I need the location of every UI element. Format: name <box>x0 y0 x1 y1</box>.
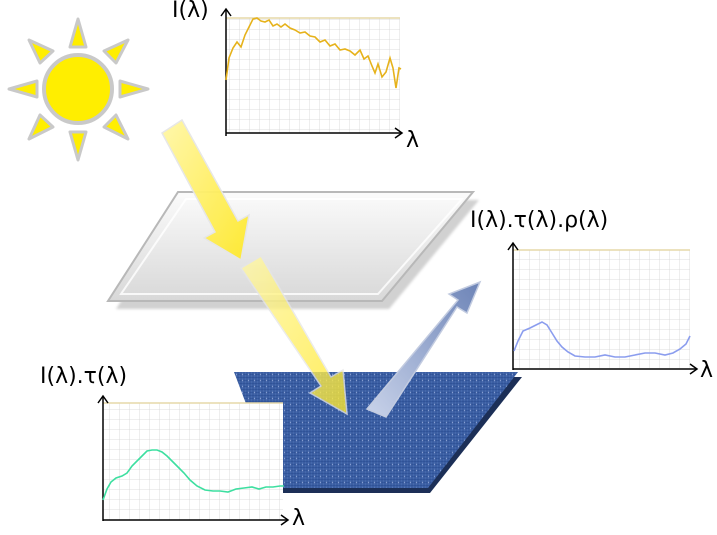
sun-icon <box>7 17 150 162</box>
curve-incident <box>225 17 402 89</box>
plot-transmitted-spectrum <box>97 394 290 526</box>
plot-incident-spectrum <box>220 7 404 139</box>
plot-bottom-label: I(λ).τ(λ) <box>40 366 128 389</box>
reflected-ray-arrow <box>365 280 482 418</box>
plot-right-label: I(λ).τ(λ).ρ(λ) <box>470 210 609 233</box>
curve-transmitted <box>102 449 284 501</box>
incident-ray-arrow <box>161 118 251 262</box>
transmitted-ray-arrow <box>239 254 348 416</box>
plot-right-x-axis-label: λ <box>700 360 714 383</box>
filter-glass-plate <box>106 191 479 309</box>
plot-top-x-axis-label: λ <box>406 130 420 153</box>
plot-bottom-x-axis-label: λ <box>292 508 306 531</box>
curve-reflected <box>513 321 691 358</box>
textured-blue-surface <box>234 372 522 493</box>
plot-reflected-spectrum <box>507 241 699 375</box>
plot-top-label: I(λ) <box>172 0 209 23</box>
